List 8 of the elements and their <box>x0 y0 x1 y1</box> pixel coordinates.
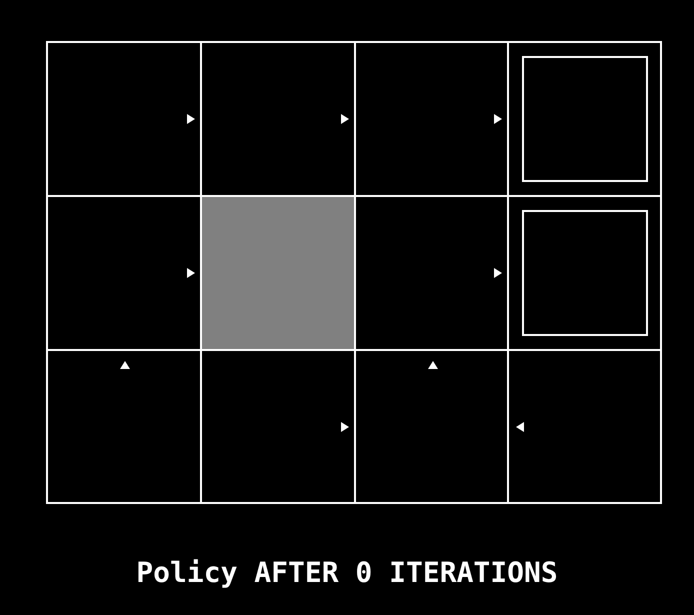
wall-cell <box>200 195 356 351</box>
terminal-square <box>522 56 648 182</box>
caption: Policy AFTER 0 ITERATIONS <box>135 556 559 589</box>
grid-cell <box>46 349 202 504</box>
grid-cell <box>507 349 662 504</box>
grid-cell <box>507 41 662 197</box>
terminal-square <box>522 210 648 336</box>
grid-cell <box>46 41 202 197</box>
